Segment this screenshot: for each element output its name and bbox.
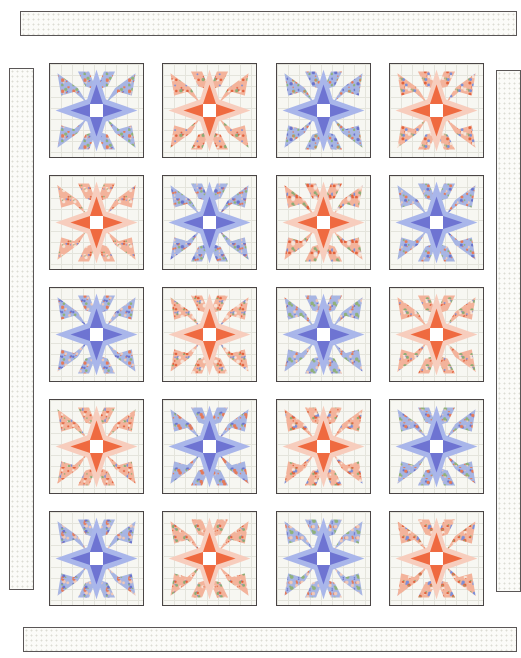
center-square [317, 104, 330, 117]
quilt-block-orange [389, 63, 484, 158]
quilt-block-blue [276, 511, 371, 606]
center-square [430, 440, 443, 453]
center-square [430, 104, 443, 117]
quilt-block-blue [162, 399, 257, 494]
quilt-block-orange [276, 399, 371, 494]
bottom-border-strip [23, 627, 517, 652]
center-square [203, 552, 216, 565]
center-square [203, 216, 216, 229]
center-square [430, 552, 443, 565]
quilt-block-blue [49, 511, 144, 606]
quilt-block-orange [49, 399, 144, 494]
center-square [203, 440, 216, 453]
center-square [430, 328, 443, 341]
quilt-block-orange [49, 175, 144, 270]
center-square [203, 104, 216, 117]
quilt-block-orange [276, 175, 371, 270]
quilt-block-orange [389, 287, 484, 382]
quilt-block-orange [162, 287, 257, 382]
center-square [90, 328, 103, 341]
quilt-block-orange [389, 511, 484, 606]
center-square [90, 104, 103, 117]
center-square [203, 328, 216, 341]
center-square [430, 216, 443, 229]
center-square [317, 216, 330, 229]
quilt-block-blue [49, 63, 144, 158]
quilt-block-blue [389, 399, 484, 494]
top-border-strip [20, 11, 517, 36]
center-square [90, 552, 103, 565]
center-square [90, 440, 103, 453]
quilt-block-blue [162, 175, 257, 270]
quilt-block-blue [49, 287, 144, 382]
right-border-strip [496, 70, 521, 592]
quilt-block-orange [162, 511, 257, 606]
quilt-block-blue [276, 63, 371, 158]
center-square [90, 216, 103, 229]
center-square [317, 552, 330, 565]
quilt-block-blue [276, 287, 371, 382]
quilt-block-blue [389, 175, 484, 270]
left-border-strip [9, 68, 34, 590]
center-square [317, 328, 330, 341]
quilt-block-orange [162, 63, 257, 158]
quilt-block-grid [49, 63, 483, 607]
center-square [317, 440, 330, 453]
